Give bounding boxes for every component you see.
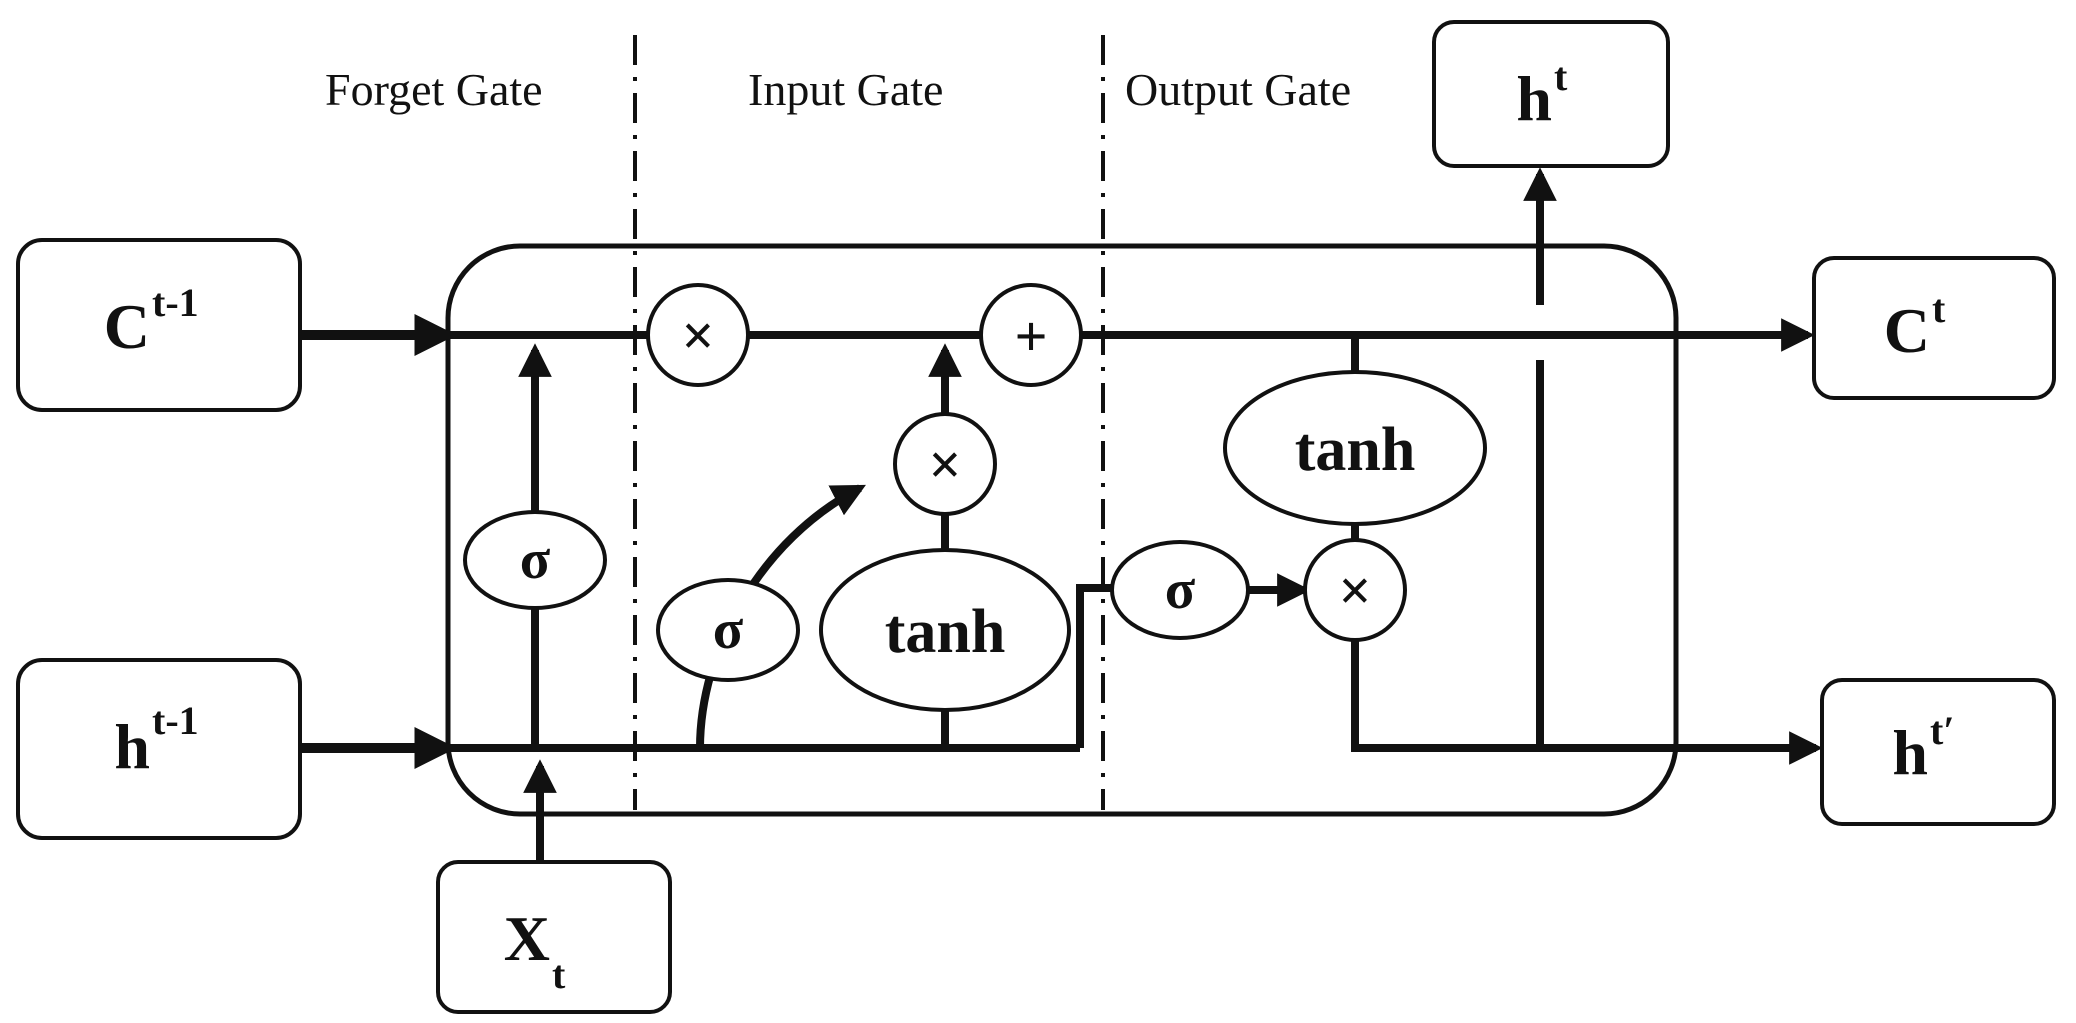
- svg-text:t: t: [1932, 286, 1946, 331]
- forget-gate-label: Forget Gate: [325, 64, 543, 115]
- input-tanh-label: tanh: [885, 598, 1006, 666]
- output-gate-label: Output Gate: [1125, 64, 1351, 115]
- svg-text:h: h: [114, 711, 150, 782]
- cell-body: [445, 243, 1679, 817]
- forget-sigma-symbol: σ: [520, 529, 551, 591]
- h-prev-box: h t-1: [16, 658, 302, 840]
- add-symbol: +: [1014, 304, 1047, 369]
- svg-text:h: h: [1892, 717, 1928, 788]
- svg-text:t′: t′: [1930, 708, 1955, 753]
- svg-text:X: X: [504, 903, 550, 974]
- svg-text:t: t: [552, 952, 566, 997]
- input-sigma-node: [656, 578, 800, 682]
- svg-text:C: C: [104, 291, 150, 362]
- svg-text:t-1: t-1: [152, 698, 199, 743]
- output-sigma-symbol: σ: [1165, 559, 1196, 621]
- c-prev-box: C t-1: [16, 238, 302, 412]
- h-t-top-box: h t: [1432, 20, 1670, 168]
- svg-text:t: t: [1554, 54, 1568, 99]
- svg-text:h: h: [1516, 63, 1552, 134]
- input-sigma-symbol: σ: [713, 599, 744, 661]
- forget-multiply-node: [646, 283, 750, 387]
- input-gate-label: Input Gate: [748, 64, 943, 115]
- c-t-box: C t: [1812, 256, 2056, 400]
- output-gate-branch: [1076, 584, 1112, 748]
- h-t-out-box: h t′: [1820, 678, 2056, 826]
- add-node: [979, 283, 1083, 387]
- forget-multiply-symbol: ×: [681, 303, 714, 368]
- input-multiply-symbol: ×: [928, 432, 961, 497]
- svg-text:C: C: [1884, 295, 1930, 366]
- output-tanh-label: tanh: [1295, 416, 1416, 484]
- x-t-box: X t: [436, 860, 672, 1014]
- output-multiply-down: [1351, 640, 1540, 752]
- svg-text:t-1: t-1: [152, 280, 199, 325]
- output-multiply-symbol: ×: [1338, 558, 1371, 623]
